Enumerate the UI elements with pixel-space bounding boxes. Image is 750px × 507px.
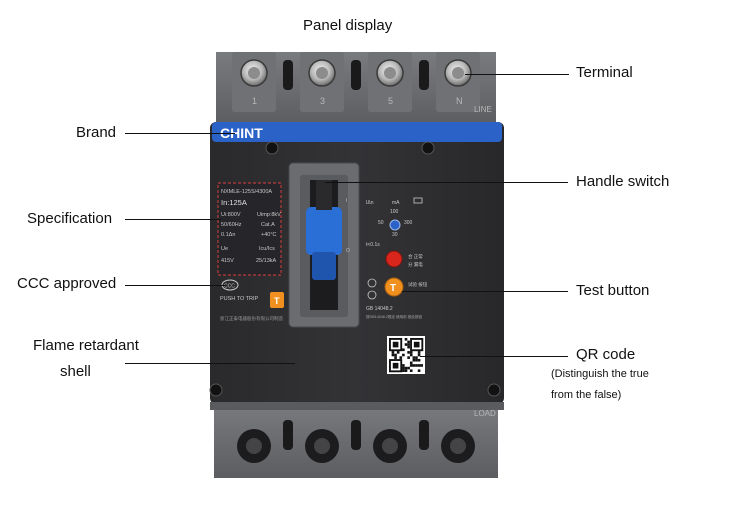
brand-logo: CHINT bbox=[220, 125, 263, 141]
line-handle bbox=[325, 182, 568, 183]
brand-strip bbox=[212, 122, 502, 142]
spec-model: NXMLE-125S/4300A bbox=[221, 189, 272, 195]
label-brand: Brand bbox=[76, 124, 117, 141]
spec-r1a: 50/60Hz bbox=[221, 222, 242, 228]
load-label: LOAD bbox=[474, 409, 496, 418]
svg-text:I: I bbox=[346, 198, 347, 204]
spec-r3b: Icu/Ics bbox=[259, 246, 275, 252]
line-qr bbox=[420, 356, 568, 357]
val-300: 300 bbox=[404, 220, 413, 226]
top-slots bbox=[283, 60, 429, 90]
line-terminal bbox=[465, 74, 569, 75]
spec-r0a: Ui:800V bbox=[221, 212, 241, 218]
handle-switch bbox=[306, 180, 342, 280]
body-screws bbox=[209, 141, 501, 397]
push-to-trip: PUSH TO TRIP bbox=[220, 296, 259, 302]
sensitivity-dial bbox=[389, 219, 401, 231]
val-30: 30 bbox=[392, 232, 398, 238]
on-label: 合 正常 bbox=[408, 253, 423, 260]
ccc-mark-text: CCC bbox=[224, 284, 235, 290]
val-50: 50 bbox=[378, 220, 384, 226]
line-flame bbox=[125, 363, 295, 364]
ma-label: mA bbox=[392, 200, 400, 206]
page-title: Panel display bbox=[303, 17, 393, 34]
svg-text:T: T bbox=[274, 296, 280, 306]
spec-r2b: +40°C bbox=[261, 232, 277, 238]
off-label: 分 漏电 bbox=[408, 261, 423, 268]
line-label: LINE bbox=[474, 105, 492, 114]
svg-text:O: O bbox=[346, 248, 350, 254]
label-handle-switch: Handle switch bbox=[576, 173, 670, 190]
terminal-num-1: 1 bbox=[252, 96, 257, 106]
label-specification: Specification bbox=[27, 210, 113, 227]
line-test bbox=[402, 291, 568, 292]
terminal-num-5: 5 bbox=[388, 96, 393, 106]
line-ccc bbox=[125, 285, 225, 286]
terminal-screw-icon bbox=[240, 59, 472, 87]
terminal-num-n: N bbox=[456, 96, 463, 106]
spec-r1b: Cat.A bbox=[261, 222, 275, 228]
val-100: 100 bbox=[390, 209, 399, 215]
label-flame-1: Flame retardant bbox=[33, 337, 139, 354]
label-qr-note-2: from the false) bbox=[551, 389, 622, 401]
red-indicator bbox=[385, 250, 403, 268]
push-to-trip-button bbox=[270, 292, 284, 308]
spec-rating: In:125A bbox=[221, 198, 247, 207]
spec-box bbox=[217, 182, 282, 276]
time-label: t<0.1s bbox=[366, 242, 380, 248]
idn-label: IΔn bbox=[366, 200, 374, 206]
line-brand bbox=[125, 133, 235, 134]
spec-r3a: Ue bbox=[221, 246, 228, 252]
label-qr: QR code bbox=[576, 346, 636, 363]
label-ccc: CCC approved bbox=[17, 275, 117, 292]
label-flame-2: shell bbox=[60, 363, 91, 380]
label-test-button: Test button bbox=[576, 282, 650, 299]
spec-r0b: Uimp:8kV bbox=[257, 212, 281, 218]
label-qr-note-1: (Distinguish the true bbox=[551, 368, 649, 380]
test-button bbox=[384, 277, 404, 297]
standard-label: GB 14048.2 bbox=[366, 306, 393, 312]
terminal-num-3: 3 bbox=[320, 96, 325, 106]
spec-r2a: 0.1Δn bbox=[221, 232, 235, 238]
spec-r4a: 415V bbox=[221, 258, 234, 264]
test-label: 试验 按钮 bbox=[408, 281, 428, 288]
qr-code-icon bbox=[387, 336, 425, 374]
standard-desc: 按GB14048.2规定 使用前 按此按钮 bbox=[366, 314, 423, 319]
svg-text:T: T bbox=[390, 283, 396, 294]
maker-text: 浙江正泰电器股份有限公司制造 bbox=[220, 315, 283, 322]
label-terminal: Terminal bbox=[576, 64, 633, 81]
spec-r4b: 25/13kA bbox=[256, 258, 277, 264]
line-spec bbox=[125, 219, 221, 220]
